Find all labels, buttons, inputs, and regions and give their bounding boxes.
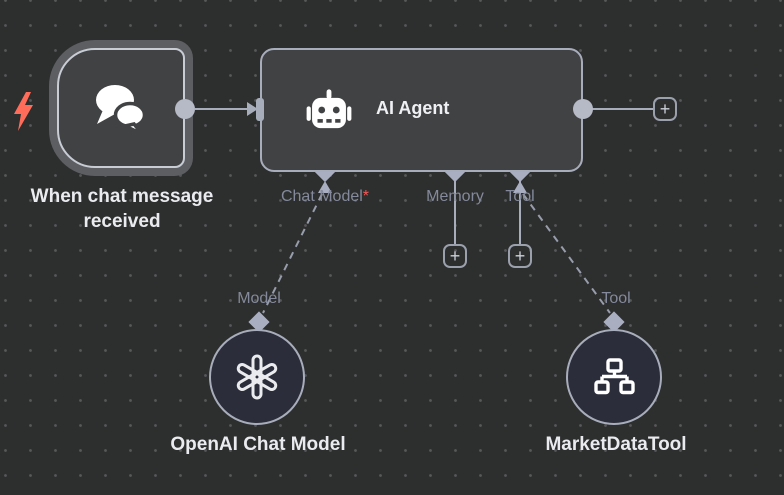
port-label-memory: Memory [426,188,484,205]
port-label-tool: Tool [505,188,535,205]
marketdatatool-node-label: MarketDataTool [545,434,687,455]
port-label-chat-model: Chat Model* [280,188,370,205]
node-marketdatatool[interactable] [566,329,662,425]
trigger-node-label: When chat message received [30,186,214,233]
port-label-model: Model [237,290,281,307]
lightning-icon [14,92,34,131]
plus-icon: + [514,245,526,266]
node-ai-agent[interactable]: AI Agent [260,48,583,172]
plus-icon: + [449,245,461,266]
sitemap-icon [593,358,635,396]
plus-icon: + [659,98,671,119]
chat-bubbles-icon [92,81,150,135]
port-label-subnode-tool: Tool [601,290,631,307]
agent-input-endpoint[interactable] [256,98,264,121]
node-openai-chat-model[interactable] [209,329,305,425]
agent-output-endpoint[interactable] [573,99,593,119]
openai-node-label: OpenAI Chat Model [170,434,346,455]
robot-icon [306,88,352,132]
agent-node-title: AI Agent [376,98,450,118]
add-node-button-output[interactable]: + [653,97,677,121]
required-marker: * [362,188,370,205]
add-node-button-memory[interactable]: + [443,244,467,268]
openai-logo-icon [233,353,281,401]
trigger-output-endpoint[interactable] [175,99,195,119]
add-node-button-tool[interactable]: + [508,244,532,268]
